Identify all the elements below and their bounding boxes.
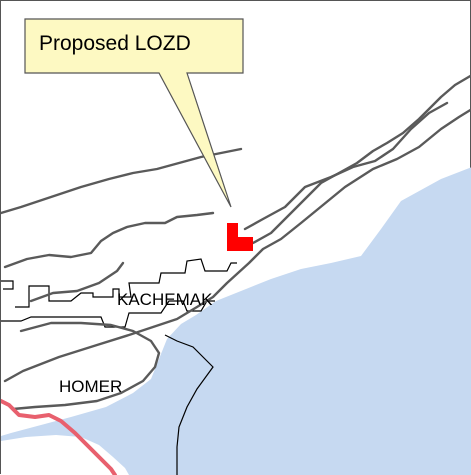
homer-road (11, 321, 161, 411)
north-spur-road (29, 261, 125, 303)
place-label-kachemak: KACHEMAK (117, 290, 213, 309)
highway (1, 399, 117, 475)
upper-east-road (243, 101, 449, 231)
ridge-road-east (251, 74, 471, 245)
main-road (3, 108, 471, 383)
callout-label: Proposed LOZD (39, 32, 191, 55)
callout-box (24, 18, 244, 208)
kachemak-boundary (1, 258, 237, 308)
proposed-lozd-parcel (227, 223, 253, 251)
hill-road (3, 211, 215, 269)
kachemak-south-boundary (1, 300, 215, 328)
water-area (1, 167, 471, 475)
roads (1, 74, 471, 411)
municipal-boundaries (1, 258, 237, 475)
land-spit (1, 435, 129, 475)
district-line-south (164, 334, 214, 475)
place-label-homer: HOMER (59, 377, 123, 396)
